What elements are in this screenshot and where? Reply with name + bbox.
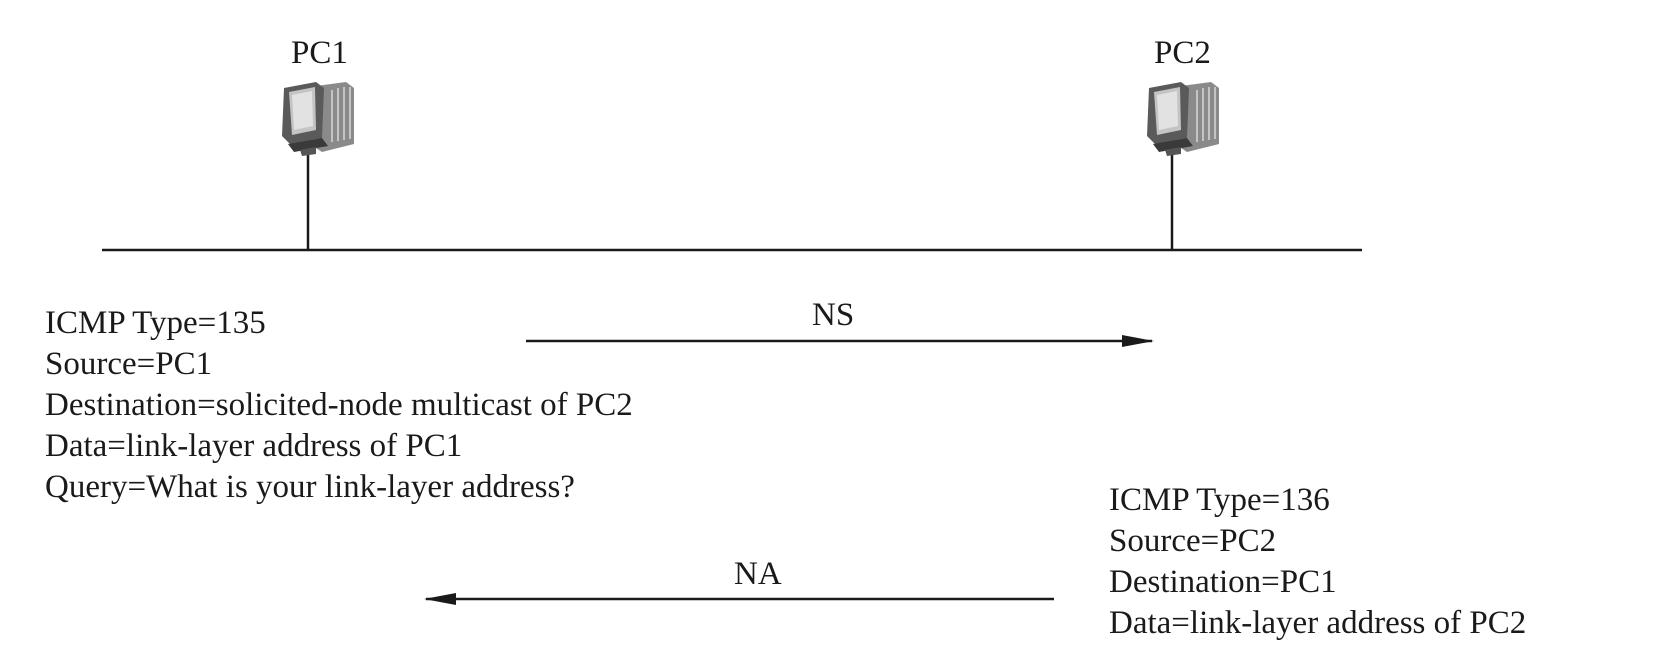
ns-message-details: ICMP Type=135 Source=PC1 Destination=sol… bbox=[45, 303, 633, 508]
na-icmp-type: ICMP Type=136 bbox=[1109, 482, 1330, 518]
na-source: Source=PC2 bbox=[1109, 523, 1277, 559]
na-destination: Destination=PC1 bbox=[1109, 564, 1337, 600]
na-data: Data=link-layer address of PC2 bbox=[1109, 605, 1527, 641]
ns-query: Query=What is your link-layer address? bbox=[45, 469, 575, 505]
na-message-details: ICMP Type=136 Source=PC2 Destination=PC1… bbox=[1109, 480, 1526, 644]
na-arrow-label: NA bbox=[734, 556, 782, 592]
ns-destination: Destination=solicited-node multicast of … bbox=[45, 387, 633, 423]
pc1-label: PC1 bbox=[291, 35, 348, 71]
ns-icmp-type: ICMP Type=135 bbox=[45, 305, 266, 341]
desktop-computer-icon bbox=[1147, 82, 1219, 156]
pc2-label: PC2 bbox=[1154, 35, 1211, 71]
ns-arrow-label: NS bbox=[812, 297, 855, 333]
desktop-computer-icon bbox=[282, 82, 354, 156]
ns-data: Data=link-layer address of PC1 bbox=[45, 428, 463, 464]
ns-source: Source=PC1 bbox=[45, 346, 213, 382]
